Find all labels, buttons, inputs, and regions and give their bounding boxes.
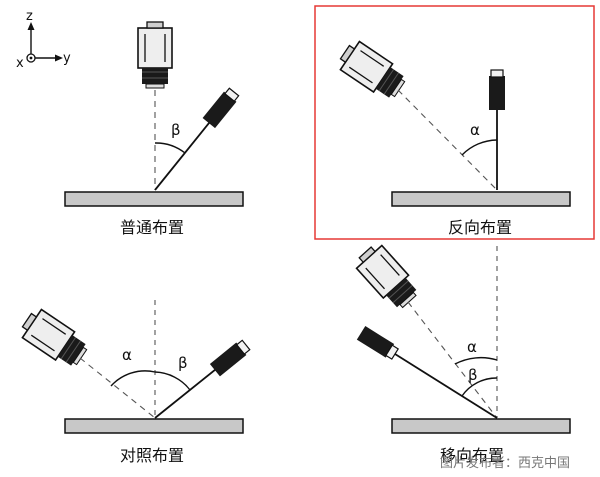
angle-alpha-label: α — [122, 346, 132, 364]
y-axis-arrow — [55, 54, 63, 62]
angle-arc — [461, 139, 498, 156]
camera-view-line — [79, 357, 156, 419]
light-beam — [394, 353, 498, 419]
camera-view-line — [407, 301, 498, 419]
watermark-text: 图片发布者：西克中国 — [440, 456, 571, 471]
light-source-icon — [356, 325, 400, 362]
panel-caption-normal: 普通布置 — [120, 218, 185, 237]
camera-icon — [137, 21, 173, 89]
light-source-icon — [202, 86, 241, 129]
angle-arc-beta — [154, 371, 191, 391]
panel-shifted: α β — [351, 240, 571, 434]
angle-alpha-label: α — [467, 338, 477, 356]
light-source-icon — [488, 69, 506, 111]
camera-icon — [16, 305, 92, 373]
angle-beta-label: β — [468, 366, 478, 384]
angle-beta-label: β — [178, 354, 188, 372]
panel-caption-contrast: 对照布置 — [120, 446, 185, 465]
sample-plate — [391, 418, 571, 434]
panel-caption-shifted: 移向布置 — [440, 446, 505, 465]
z-axis-label: z — [26, 9, 33, 24]
panel-contrast: α β — [16, 300, 252, 434]
x-axis-label: x — [16, 56, 24, 71]
z-axis-arrow — [27, 22, 35, 30]
camera-view-line — [397, 89, 498, 191]
angle-arc-alpha — [454, 356, 498, 365]
camera-icon — [351, 240, 423, 314]
sample-plate — [391, 191, 571, 207]
angle-arc — [154, 142, 186, 154]
sample-plate — [64, 418, 244, 434]
panel-reverse: α — [314, 5, 595, 240]
panel-caption-reverse: 反向布置 — [448, 218, 513, 237]
camera-icon — [334, 37, 410, 105]
panel-normal: β — [64, 21, 244, 207]
light-source-icon — [209, 338, 252, 377]
angle-arc-beta — [461, 377, 498, 397]
y-axis-label: y — [63, 51, 71, 66]
sample-plate — [64, 191, 244, 207]
angle-arc-alpha — [110, 370, 156, 387]
highlight-frame — [314, 5, 595, 240]
angle-alpha-label: α — [470, 121, 480, 139]
axis-indicator: z y x — [16, 9, 71, 71]
angle-beta-label: β — [171, 121, 181, 139]
